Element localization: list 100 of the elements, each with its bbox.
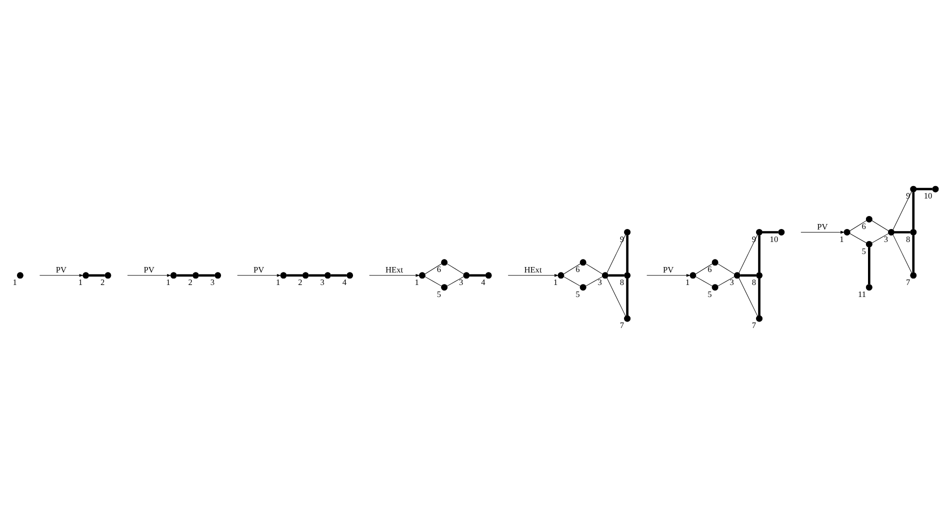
connector xyxy=(695,276,712,286)
node-label: 6 xyxy=(436,265,442,274)
arrow xyxy=(800,230,845,234)
node-label: 3 xyxy=(884,234,888,244)
node-circle xyxy=(756,228,763,236)
node-label: 3 xyxy=(320,278,324,288)
node-circle xyxy=(624,272,631,279)
edge-label: PV xyxy=(663,266,674,275)
connector xyxy=(894,231,910,234)
node-label: 5 xyxy=(862,246,866,256)
arrow xyxy=(369,274,420,277)
node-label: 2 xyxy=(188,278,192,288)
node-circle xyxy=(104,272,112,279)
connector xyxy=(606,278,626,316)
connector xyxy=(470,274,486,277)
node-label: 6 xyxy=(862,222,866,231)
connector xyxy=(424,263,442,274)
connector xyxy=(446,264,464,274)
node-label: 7 xyxy=(752,321,756,330)
node-circle xyxy=(441,259,448,266)
arrow xyxy=(127,274,172,277)
node-circle xyxy=(602,272,608,279)
node-label: 10 xyxy=(924,192,932,201)
connector xyxy=(308,274,325,277)
connector xyxy=(868,247,870,284)
connector xyxy=(718,264,735,274)
edge-label: PV xyxy=(144,266,154,275)
node-circle xyxy=(580,259,586,266)
node-circle xyxy=(756,315,763,322)
node-circle xyxy=(690,272,696,279)
node-circle xyxy=(324,272,331,279)
node-circle xyxy=(910,228,917,236)
connector xyxy=(758,235,760,272)
node-circle xyxy=(910,186,917,192)
connector xyxy=(586,264,603,274)
node-circle xyxy=(214,272,222,279)
node-circle xyxy=(734,272,740,279)
node-circle xyxy=(463,272,470,279)
node-label: 5 xyxy=(576,290,580,300)
node-circle xyxy=(932,186,939,192)
node-label: 11 xyxy=(858,290,866,300)
edge-label: PV xyxy=(817,222,828,232)
node-label: 9 xyxy=(906,192,910,201)
node-label: 1 xyxy=(686,278,690,288)
connector xyxy=(912,235,915,272)
node-circle xyxy=(866,240,872,248)
connector xyxy=(176,274,193,277)
arrow xyxy=(237,274,282,277)
node-label: 1 xyxy=(554,278,558,288)
node-label: 3 xyxy=(459,278,464,288)
node-label: 2 xyxy=(100,278,105,288)
node-label: 7 xyxy=(620,321,624,330)
node-label: 4 xyxy=(342,278,347,288)
connector xyxy=(88,274,105,277)
connector xyxy=(286,274,302,277)
connector xyxy=(586,276,603,286)
node-label: 3 xyxy=(598,278,602,288)
node-label: 1 xyxy=(12,278,17,288)
connector xyxy=(198,274,215,277)
connector xyxy=(872,233,889,244)
node-label: 1 xyxy=(840,234,844,244)
connector xyxy=(872,220,889,232)
node-circle xyxy=(712,284,718,291)
node-label: 8 xyxy=(620,278,624,288)
connector xyxy=(563,276,580,286)
node-label: 9 xyxy=(752,234,756,244)
connector xyxy=(446,276,464,286)
connector xyxy=(626,278,628,316)
node-circle xyxy=(346,272,354,279)
node-label: 1 xyxy=(78,278,83,288)
node-label: 5 xyxy=(708,290,712,300)
node-circle xyxy=(558,272,564,279)
node-label: 6 xyxy=(576,265,580,274)
node-circle xyxy=(866,284,872,291)
connector xyxy=(892,234,912,274)
node-label: 2 xyxy=(298,278,302,288)
edge-label: HExt xyxy=(524,266,542,275)
node-circle xyxy=(192,272,199,279)
node-label: 3 xyxy=(210,278,215,288)
arrow xyxy=(646,274,691,277)
node-circle xyxy=(485,272,492,279)
node-label: 8 xyxy=(906,234,910,244)
connector xyxy=(626,235,628,272)
node-circle xyxy=(624,228,631,236)
node-circle xyxy=(580,284,586,291)
node-label: 1 xyxy=(166,278,170,288)
node-label: 4 xyxy=(481,278,486,288)
connector xyxy=(912,192,915,230)
node-label: 1 xyxy=(276,278,280,288)
node-circle xyxy=(441,284,448,291)
connector xyxy=(608,274,624,277)
node-circle xyxy=(170,272,177,279)
node-circle xyxy=(280,272,287,279)
edge-label: PV xyxy=(254,266,264,275)
connector xyxy=(738,278,758,316)
node-label: 5 xyxy=(436,290,442,300)
connector xyxy=(850,233,867,244)
connector xyxy=(563,263,581,274)
connector xyxy=(916,188,932,190)
connector xyxy=(740,274,756,277)
